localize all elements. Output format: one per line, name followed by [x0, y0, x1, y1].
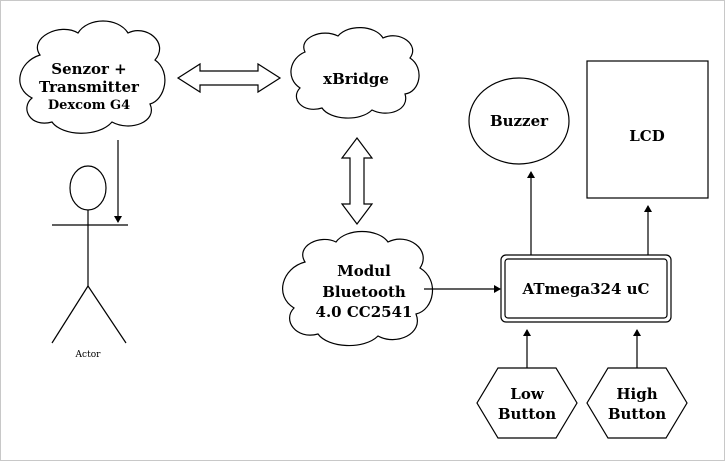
- actor-right-leg: [87, 285, 127, 344]
- buzzer-node[interactable]: Buzzer: [468, 77, 570, 165]
- actor-figure[interactable]: Actor: [51, 165, 128, 360]
- actor-label: Actor: [75, 350, 102, 360]
- low-button-node[interactable]: Low Button: [476, 367, 578, 439]
- bluetooth-label-line3: 4.0 CC2541: [316, 303, 413, 321]
- sensor-cloud-node[interactable]: Senzor + Transmitter Dexcom G4: [19, 20, 166, 134]
- low-button-label-line1: Low: [510, 385, 545, 403]
- low-button-shape: [476, 367, 578, 439]
- high-button-label-line2: Button: [608, 405, 666, 423]
- bluetooth-cloud-node[interactable]: Modul Bluetooth 4.0 CC2541: [282, 231, 434, 347]
- xbridge-label: xBridge: [323, 70, 389, 88]
- buzzer-label: Buzzer: [490, 112, 549, 130]
- sensor-xbridge-double-arrow: [176, 62, 282, 94]
- mcu-label: ATmega324 uC: [522, 280, 650, 298]
- xbridge-bluetooth-double-arrow: [340, 137, 374, 225]
- sensor-label-line1: Senzor +: [51, 60, 127, 78]
- xbridge-cloud-node[interactable]: xBridge: [290, 27, 420, 119]
- xbridge-cloud-shape: [290, 27, 420, 119]
- sensor-cloud-shape: [19, 20, 166, 134]
- lcd-label: LCD: [629, 127, 665, 145]
- sensor-label-line3: Dexcom G4: [48, 98, 130, 113]
- actor-head: [69, 165, 107, 211]
- buzzer-shape: [468, 77, 570, 165]
- low-button-label-line2: Button: [498, 405, 556, 423]
- bluetooth-label-line2: Bluetooth: [322, 283, 406, 301]
- high-button-label-line1: High: [616, 385, 657, 403]
- high-button-shape: [586, 367, 688, 439]
- high-button-node[interactable]: High Button: [586, 367, 688, 439]
- mcu-inner-border: [504, 258, 668, 319]
- mcu-outer-border: [500, 254, 672, 323]
- sensor-label-line2: Transmitter: [39, 78, 140, 96]
- lcd-shape: [586, 60, 709, 199]
- bluetooth-cloud-shape: [282, 231, 434, 347]
- actor-left-leg: [51, 285, 89, 344]
- lcd-node[interactable]: LCD: [586, 60, 709, 199]
- bluetooth-label-line1: Modul: [337, 262, 391, 280]
- mcu-node[interactable]: ATmega324 uC: [500, 254, 672, 323]
